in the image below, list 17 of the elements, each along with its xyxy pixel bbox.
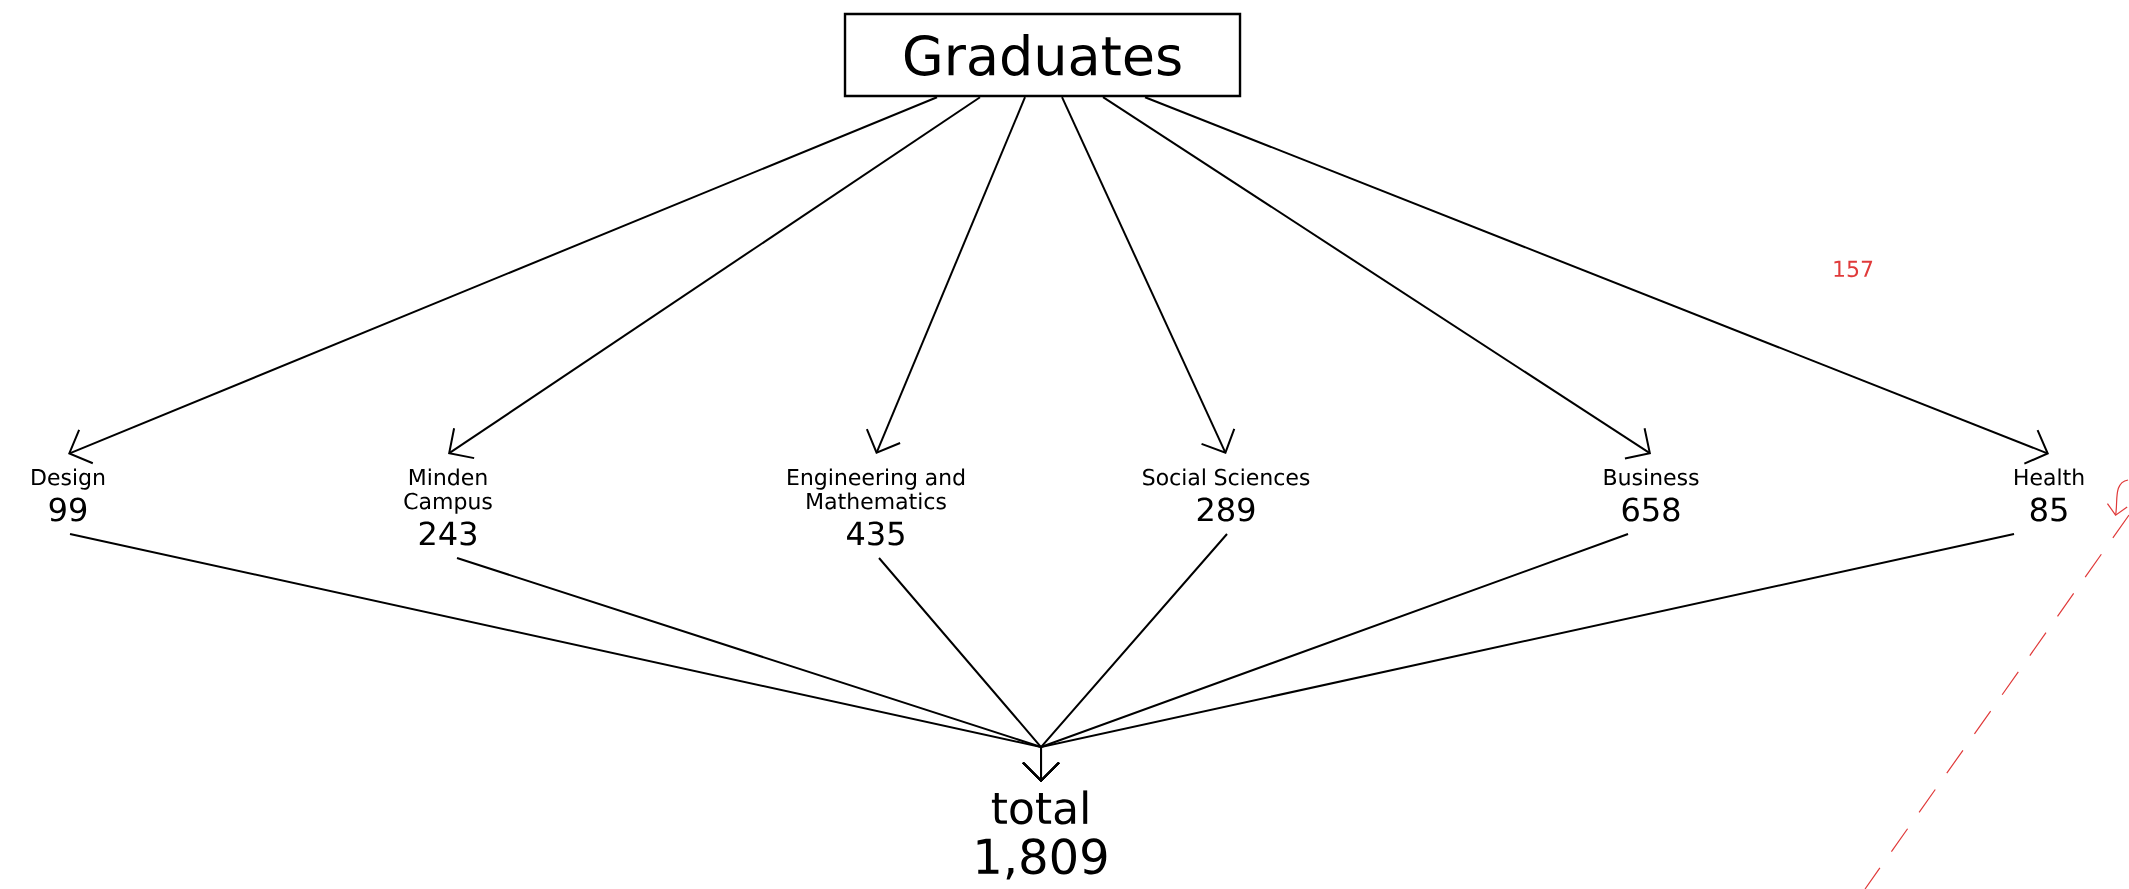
- total-label: total 1,809: [977, 790, 1107, 880]
- category-label: Business 658: [1604, 468, 1699, 522]
- category-label: Design 99: [32, 468, 105, 522]
- arrow: [68, 96, 938, 465]
- title-box: Graduates: [843, 12, 1242, 98]
- arrow: [1144, 96, 2050, 465]
- annotation-number: 157: [1834, 260, 1873, 278]
- arrow: [1061, 96, 1236, 454]
- category-label: Social Sciences 289: [1143, 468, 1310, 522]
- category-label: Engineering and Mathematics 435: [788, 468, 965, 546]
- category-label: Minden Campus 243: [404, 468, 492, 546]
- arrow: [865, 96, 1026, 454]
- curved-arrow: [2106, 479, 2129, 516]
- category-label: Health 85: [2015, 468, 2084, 522]
- arrow: [1102, 96, 1652, 460]
- arrow: [448, 96, 981, 460]
- arrow: [1022, 533, 2016, 782]
